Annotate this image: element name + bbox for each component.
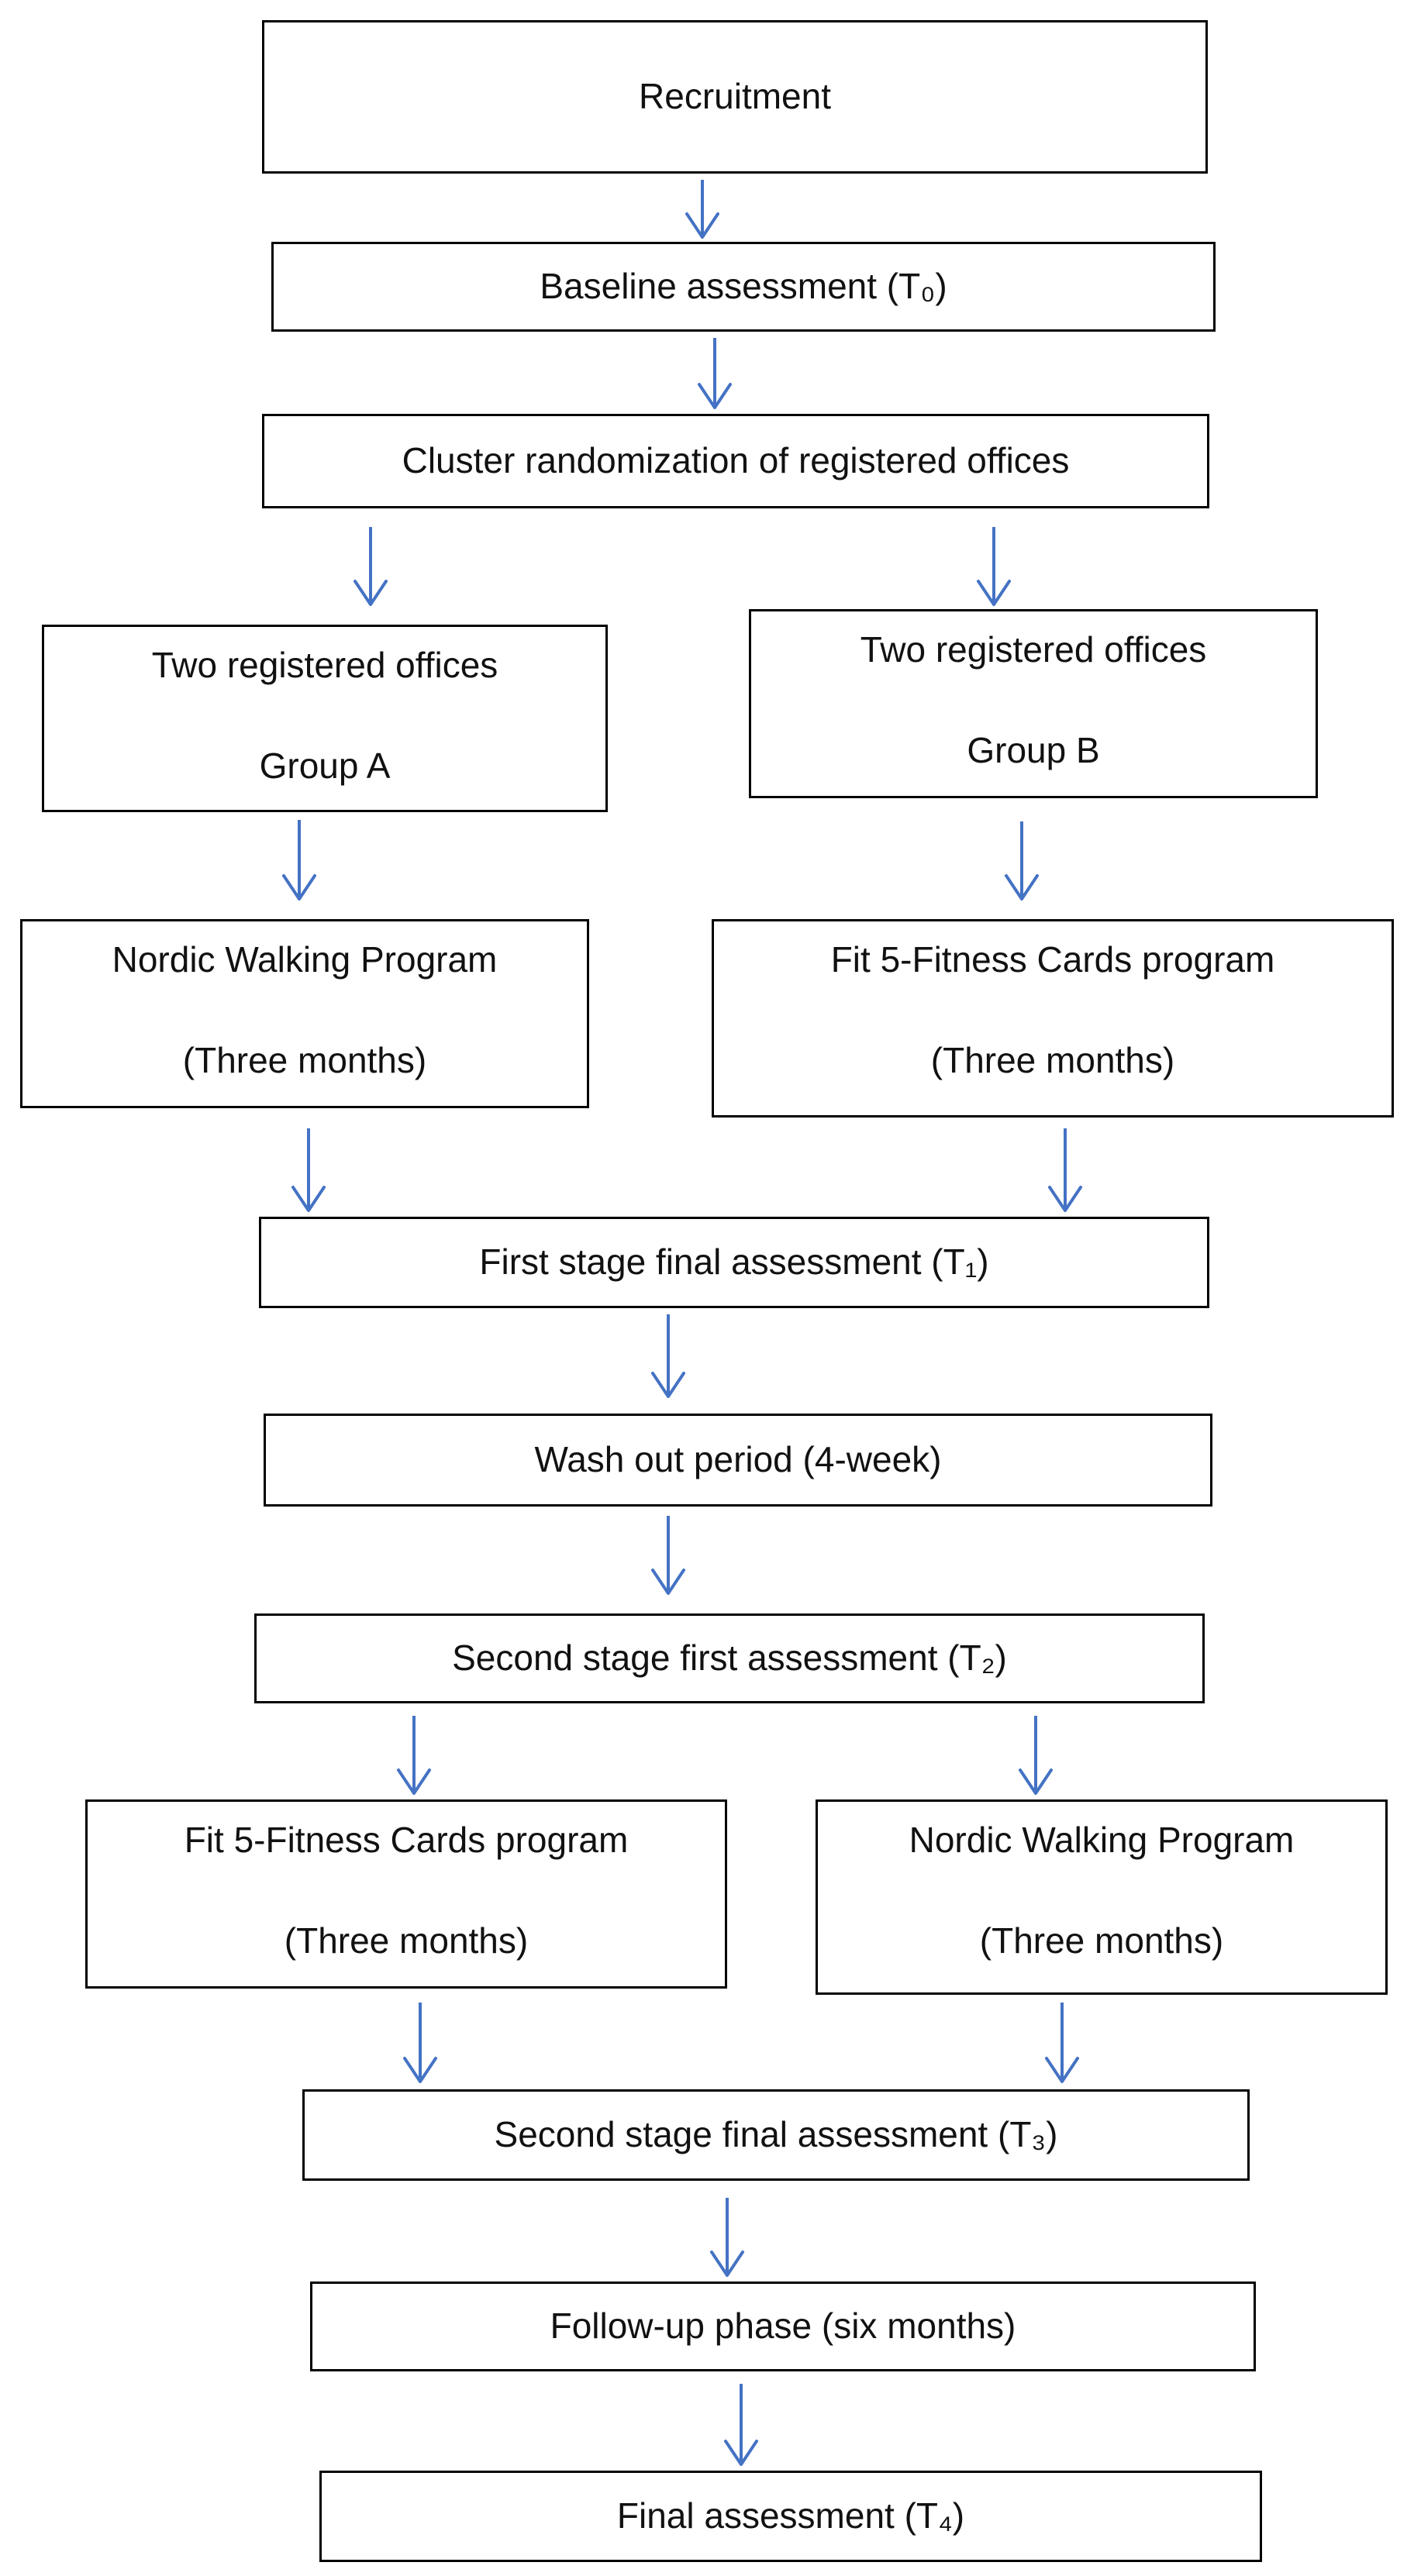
arrow-group-b-to-fit5-head bbox=[1005, 874, 1039, 901]
arrow-group-b-to-fit5 bbox=[1005, 821, 1039, 901]
arrow-follow-up-to-final-head bbox=[724, 2440, 758, 2466]
arrow-cluster-to-group-a-head bbox=[354, 580, 388, 606]
arrow-second-stage-first-to-fit5 bbox=[397, 1716, 431, 1795]
arrow-nordic-to-second-stage-final bbox=[1045, 2003, 1079, 2083]
arrow-nordic-to-first-stage-final-head bbox=[291, 1186, 326, 1212]
group-a-box: Two registered offices Group A bbox=[42, 625, 608, 812]
second-stage-final-assessment-label: Second stage final assessment (T₃) bbox=[494, 2114, 1058, 2155]
arrow-second-stage-first-to-fit5-head bbox=[397, 1768, 431, 1795]
arrow-fit5-to-second-stage-final-head bbox=[403, 2057, 437, 2083]
cluster-randomization-box: Cluster randomization of registered offi… bbox=[262, 414, 1209, 508]
arrow-second-stage-first-to-nordic bbox=[1019, 1716, 1053, 1795]
arrow-cluster-to-group-a bbox=[354, 527, 388, 606]
follow-up-phase-label: Follow-up phase (six months) bbox=[550, 2306, 1016, 2347]
first-stage-final-assessment-box: First stage final assessment (T₁) bbox=[259, 1217, 1209, 1308]
arrow-follow-up-to-final bbox=[724, 2384, 758, 2466]
wash-out-period-box: Wash out period (4-week) bbox=[264, 1414, 1212, 1507]
first-stage-final-assessment-label: First stage final assessment (T₁) bbox=[479, 1242, 989, 1283]
arrow-nordic-to-first-stage-final bbox=[291, 1128, 326, 1212]
arrow-cluster-to-group-b-head bbox=[977, 580, 1011, 606]
nordic-walking-stage2-duration: (Three months) bbox=[979, 1920, 1224, 1961]
wash-out-period-label: Wash out period (4-week) bbox=[534, 1439, 942, 1480]
arrow-second-stage-final-to-follow-up bbox=[710, 2198, 744, 2277]
nordic-walking-stage2-title: Nordic Walking Program bbox=[909, 1820, 1295, 1860]
group-b-label: Group B bbox=[967, 730, 1100, 771]
arrow-group-a-to-nordic-head bbox=[282, 874, 316, 901]
group-a-offices-label: Two registered offices bbox=[151, 645, 498, 685]
arrow-nordic-to-second-stage-final-head bbox=[1045, 2057, 1079, 2083]
arrow-fit5-to-first-stage-final bbox=[1048, 1128, 1082, 1212]
arrow-wash-out-to-second-stage-first-head bbox=[651, 1569, 685, 1595]
fit5-stage1-title: Fit 5-Fitness Cards program bbox=[830, 939, 1275, 980]
fit5-stage2-duration: (Three months) bbox=[284, 1920, 529, 1961]
arrow-wash-out-to-second-stage-first bbox=[651, 1516, 685, 1595]
follow-up-phase-box: Follow-up phase (six months) bbox=[310, 2282, 1256, 2371]
arrow-fit5-to-second-stage-final bbox=[403, 2003, 437, 2083]
arrow-recruitment-to-baseline-head bbox=[685, 212, 719, 239]
final-assessment-box: Final assessment (T₄) bbox=[319, 2471, 1262, 2562]
second-stage-first-assessment-box: Second stage first assessment (T₂) bbox=[254, 1613, 1205, 1703]
nordic-walking-stage1-duration: (Three months) bbox=[182, 1040, 427, 1081]
fit5-stage1-box: Fit 5-Fitness Cards program (Three month… bbox=[712, 919, 1394, 1118]
arrow-second-stage-first-to-nordic-head bbox=[1019, 1768, 1053, 1795]
arrow-baseline-to-cluster bbox=[698, 338, 732, 409]
cluster-randomization-label: Cluster randomization of registered offi… bbox=[402, 440, 1070, 481]
recruitment-box: Recruitment bbox=[262, 20, 1208, 174]
baseline-assessment-label: Baseline assessment (T₀) bbox=[540, 266, 947, 307]
second-stage-final-assessment-box: Second stage final assessment (T₃) bbox=[302, 2089, 1250, 2181]
group-b-offices-label: Two registered offices bbox=[860, 629, 1207, 670]
arrow-fit5-to-first-stage-final-head bbox=[1048, 1186, 1082, 1212]
arrow-group-a-to-nordic bbox=[282, 820, 316, 901]
nordic-walking-stage1-title: Nordic Walking Program bbox=[112, 939, 498, 980]
arrow-first-stage-final-to-wash-out-head bbox=[651, 1372, 685, 1398]
arrow-recruitment-to-baseline bbox=[685, 180, 719, 239]
group-b-box: Two registered offices Group B bbox=[749, 609, 1318, 798]
arrow-baseline-to-cluster-head bbox=[698, 383, 732, 409]
arrow-second-stage-final-to-follow-up-head bbox=[710, 2251, 744, 2277]
final-assessment-label: Final assessment (T₄) bbox=[616, 2495, 965, 2536]
fit5-stage2-box: Fit 5-Fitness Cards program (Three month… bbox=[85, 1799, 727, 1989]
fit5-stage1-duration: (Three months) bbox=[930, 1040, 1175, 1081]
second-stage-first-assessment-label: Second stage first assessment (T₂) bbox=[452, 1638, 1007, 1679]
arrow-first-stage-final-to-wash-out bbox=[651, 1314, 685, 1398]
baseline-assessment-box: Baseline assessment (T₀) bbox=[271, 242, 1216, 332]
nordic-walking-stage2-box: Nordic Walking Program (Three months) bbox=[816, 1799, 1388, 1995]
nordic-walking-stage1-box: Nordic Walking Program (Three months) bbox=[20, 919, 589, 1108]
arrow-cluster-to-group-b bbox=[977, 527, 1011, 606]
fit5-stage2-title: Fit 5-Fitness Cards program bbox=[184, 1820, 629, 1860]
recruitment-label: Recruitment bbox=[639, 76, 831, 117]
group-a-label: Group A bbox=[259, 746, 391, 787]
